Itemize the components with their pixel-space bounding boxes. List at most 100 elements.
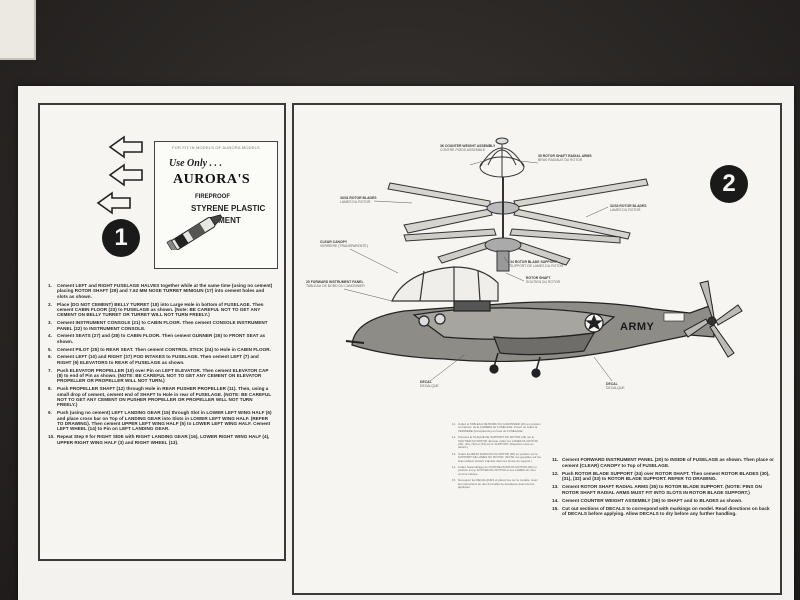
step-1-panel: FOR FIT IN MODELS OF AURORA MODELS Use O…	[38, 103, 286, 561]
instruction-item: 2. Place (DO NOT CEMENT) BELLY TURRET (18…	[48, 302, 274, 318]
callout-decal-b: DECAL DECALQUE	[606, 382, 625, 390]
aurora-line-cement: CEMENT	[207, 216, 241, 225]
callout-instrument-panel: 20 FORWARD INSTRUMENT PANEL TABLEAU DE B…	[306, 280, 365, 288]
instruction-text: Cement SEATS (27) and (28) to CABIN FLOO…	[57, 333, 266, 344]
instruction-item: 9. Push (using no cement) LEFT LANDING GE…	[48, 410, 274, 432]
instruction-number: 14.	[452, 465, 457, 470]
arrow-icon	[108, 163, 143, 187]
cement-tube-icon	[166, 214, 223, 250]
instruction-number: 5.	[48, 346, 52, 352]
instruction-text: Collez l'assemblage du CONTRE-POIDS DU R…	[458, 465, 537, 476]
instruction-text: Cement LEFT (10) and RIGHT (37) POD INTA…	[57, 354, 259, 365]
step-2-instructions: 11.Cement FORWARD INSTRUMENT PANEL (20) …	[552, 457, 774, 519]
instruction-item: 10.Repeat Step 9 for RIGHT SIDE with RIG…	[48, 434, 274, 445]
instruction-text: Cement LEFT and RIGHT FUSELAGE HALVES to…	[57, 283, 273, 299]
instruction-text: Cement ROTOR SHAFT RADIAL ARMS (35) to R…	[562, 484, 762, 495]
step-2-badge: 2	[710, 165, 748, 203]
instruction-text: Cement INSTRUMENT CONSOLE (21) to CABIN …	[57, 320, 268, 331]
instruction-number: 9.	[48, 410, 52, 416]
instruction-item: 14.Collez l'assemblage du CONTRE-POIDS D…	[452, 465, 542, 476]
instruction-number: 15.	[552, 505, 559, 511]
instruction-item: 3. Cement INSTRUMENT CONSOLE (21) to CABI…	[48, 320, 274, 331]
instruction-item: 15.Decoupez les DECALQUES et placez-les …	[452, 478, 542, 490]
instruction-number: 3.	[48, 320, 52, 326]
instruction-item: 8. Push PROPELLER SHAFT (12) through Hole…	[48, 386, 274, 408]
instruction-text: Cement FORWARD INSTRUMENT PANEL (20) to …	[562, 457, 774, 468]
instruction-number: 11.	[552, 457, 559, 462]
callout-radial-arms: 35 ROTOR SHAFT RADIAL ARMS BRAS RADIAUX …	[538, 154, 592, 162]
instruction-number: 4.	[48, 333, 52, 339]
french-instructions: 11.Collez le TABLEAU DE BORD DU CANONNIE…	[452, 422, 542, 493]
instruction-item: 4. Cement SEATS (27) and (28) to CABIN FL…	[48, 333, 274, 344]
instruction-text: Push ROTOR BLADE SUPPORT (34) over ROTOR…	[562, 470, 770, 482]
instruction-item: 13.Cement ROTOR SHAFT RADIAL ARMS (35) t…	[552, 484, 774, 495]
instruction-number: 13.	[452, 451, 457, 456]
leader-lines	[343, 158, 613, 382]
instruction-item: 15.Cut out sections of DECALS to corresp…	[552, 506, 774, 517]
step-1-badge: 1	[102, 219, 140, 257]
instruction-text: Repeat Step 9 for RIGHT SIDE with RIGHT …	[57, 434, 270, 445]
aurora-brand: AURORA'S	[173, 172, 251, 187]
step-2-panel: 36 COUNTER WEIGHT ASSEMBLY CONTRE-POIDS …	[292, 103, 782, 595]
aurora-line-styrene: STYRENE PLASTIC	[191, 204, 266, 213]
instruction-text: Poussez le PLAQUE DE SUPPORT DU ROTOR (3…	[458, 435, 538, 450]
callout-blades-right: 32/33 ROTOR BLADES LAMES DU ROTOR	[610, 204, 647, 212]
instruction-item: 7. Push ELEVATOR PROPELLER (10) over Pin …	[48, 368, 274, 384]
instruction-text: Place (DO NOT CEMENT) BELLY TURRET (18) …	[57, 301, 264, 318]
instruction-number: 10.	[48, 434, 55, 440]
callout-decal-a: DECAL DECALQUE	[420, 380, 439, 388]
instruction-item: 6. Cement LEFT (10) and RIGHT (37) POD IN…	[48, 354, 274, 365]
instruction-number: 2.	[48, 301, 52, 307]
instruction-number: 7.	[48, 367, 52, 373]
instruction-item: 14.Cement COUNTER WEIGHT ASSEMBLY (36) t…	[552, 498, 774, 504]
callout-counterweight: 36 COUNTER WEIGHT ASSEMBLY CONTRE-POIDS …	[440, 144, 496, 152]
aurora-cement-box: FOR FIT IN MODELS OF AURORA MODELS Use O…	[154, 141, 278, 269]
instruction-number: 6.	[48, 354, 52, 360]
callout-canopy: CLEAR CANOPY VERRIERE (TRANSPARENTE)	[320, 240, 368, 248]
instruction-text: Push PROPELLER SHAFT (12) through Hole i…	[57, 386, 272, 408]
paper-corner-scrap	[0, 0, 36, 60]
tail-propeller-icon	[683, 280, 743, 358]
aurora-line-fireproof: FIREPROOF	[195, 194, 231, 200]
exploded-helicopter-diagram	[343, 137, 743, 382]
fuselage-icon	[345, 300, 715, 378]
upper-rotor-blades-icon	[387, 177, 649, 245]
instruction-item: 12.Push ROTOR BLADE SUPPORT (34) over RO…	[552, 471, 774, 482]
instruction-number: 1.	[48, 283, 52, 288]
instruction-number: 14.	[552, 497, 559, 503]
army-marking: ARMY	[620, 321, 655, 333]
instruction-text: Push ELEVATOR PROPELLER (10) over Pin on…	[57, 367, 269, 384]
lower-rotor-blades-icon	[403, 228, 621, 272]
instruction-number: 13.	[552, 484, 559, 490]
instruction-sheet: FOR FIT IN MODELS OF AURORA MODELS Use O…	[18, 86, 794, 600]
instruction-number: 12.	[452, 435, 457, 440]
instruction-text: Cement PILOT (25) to REAR SEAT. Then cem…	[57, 346, 271, 352]
instruction-text: Collez les BRAS RADIAUX DU ROTOR (35) en…	[458, 451, 541, 463]
step-1-instructions: 1. Cement LEFT and RIGHT FUSELAGE HALVES …	[48, 283, 274, 447]
arrow-icon	[96, 191, 131, 215]
instruction-text: Cement COUNTER WEIGHT ASSEMBLY (36) to S…	[562, 497, 743, 503]
instruction-item: 5. Cement PILOT (25) to REAR SEAT. Then c…	[48, 347, 274, 352]
instruction-number: 11.	[452, 422, 456, 426]
callout-rotor-shaft: ROTOR SHAFT SOUTIEN DU ROTOR	[526, 276, 561, 284]
instruction-number: 15.	[452, 478, 457, 483]
instruction-item: 12.Poussez le PLAQUE DE SUPPORT DU ROTOR…	[452, 435, 542, 450]
aurora-tiny-caption: FOR FIT IN MODELS OF AURORA MODELS	[172, 145, 260, 150]
arrow-icon	[108, 135, 143, 159]
counterweight-cage-icon	[479, 137, 525, 178]
instruction-item: 11.Collez le TABLEAU DE BORD DU CANONNIE…	[452, 422, 542, 433]
instruction-number: 12.	[552, 470, 559, 476]
instruction-item: 13.Collez les BRAS RADIAUX DU ROTOR (35)…	[452, 451, 542, 463]
instruction-text: Push (using no cement) LEFT LANDING GEAR…	[57, 410, 272, 432]
aurora-use-only: Use Only . . .	[169, 158, 223, 169]
instruction-text: Decoupez les DECALQUES et placez-les sur…	[458, 478, 538, 490]
instruction-item: 1. Cement LEFT and RIGHT FUSELAGE HALVES …	[48, 283, 274, 299]
instruction-item: 11.Cement FORWARD INSTRUMENT PANEL (20) …	[552, 457, 774, 468]
instruction-text: Cut out sections of DECALS to correspond…	[562, 505, 770, 517]
instruction-text: Collez le TABLEAU DE BORD DU CANONNIER (…	[458, 422, 541, 433]
instruction-number: 8.	[48, 386, 52, 392]
callout-blade-support: 34 ROTOR BLADE SUPPORT SUPPORT DE LAMES …	[510, 260, 564, 268]
canopy-icon	[391, 266, 499, 302]
callout-blades-left: 30/31 ROTOR BLADES LAMES DU ROTOR	[340, 196, 377, 204]
